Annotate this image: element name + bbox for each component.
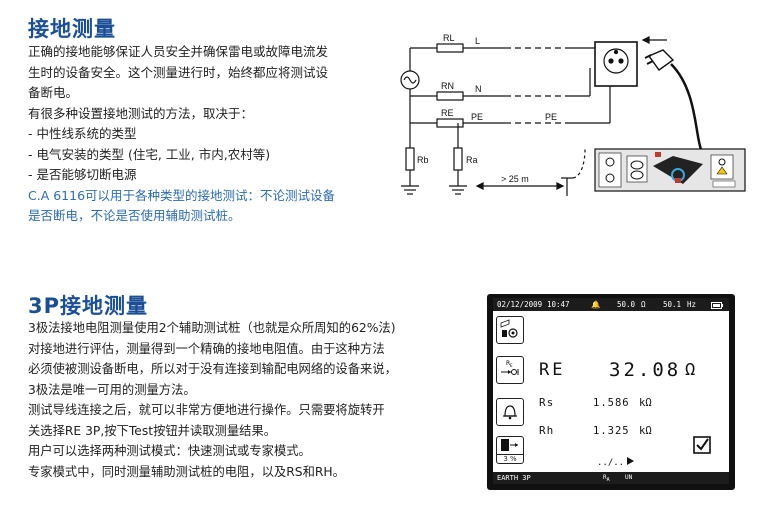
check-icon xyxy=(693,436,711,458)
status-frequency-unit: Hz xyxy=(687,300,697,309)
earth-circuit-diagram: RL L RN N RE PE PE Rb Ra > 25 m xyxy=(400,33,746,196)
label-pe2: PE xyxy=(545,112,557,122)
config-button[interactable] xyxy=(496,316,524,344)
status-voltage: 50.0 xyxy=(617,300,636,309)
progress-indicator: ../.. xyxy=(597,452,637,471)
section1-line: - 中性线系统的类型 xyxy=(28,126,137,141)
label-pe1: PE xyxy=(471,112,483,122)
section1-line: 生时的设备安全。这个测量进行时，始终都应将测试设 xyxy=(28,64,329,80)
label-distance: > 25 m xyxy=(501,174,529,184)
section1-line: 正确的接地能够保证人员安全并确保雷电或故障电流发 xyxy=(28,44,329,59)
instrument-screen: 02/12/2009 10:47 🔔 50.0 Ω 50.1 Hz R E xyxy=(493,298,729,484)
section1-title: 接地测量 xyxy=(28,17,116,41)
bottom-mid-label: RA xyxy=(603,474,610,484)
rh-label: Rh xyxy=(539,424,555,437)
section2-line: 对接地进行评估，测量得到一个精确的接地电阻值。由于这种方法 xyxy=(28,341,385,356)
bottom-right-label: UN xyxy=(625,474,633,481)
section2-title: 3P接地测量 xyxy=(28,294,149,318)
section2-line: 必须使被测设备断电，所以对于没有连接到输配电网络的设备来说， xyxy=(28,362,397,376)
label-rb: Rb xyxy=(417,155,429,165)
percent-label: 3 % xyxy=(497,454,523,463)
alarm-button[interactable] xyxy=(496,398,524,426)
svg-text:../..: ../.. xyxy=(597,458,624,467)
re-label: RE xyxy=(539,360,566,380)
percent-button[interactable]: 3 % xyxy=(496,436,524,464)
instrument-illustration xyxy=(594,148,746,192)
mode-label: EARTH 3P xyxy=(497,474,531,482)
section2-line: 用户可以选择两种测试模式：快速测试或专家模式。 xyxy=(28,444,311,458)
screen-status-bar: 02/12/2009 10:47 🔔 50.0 Ω 50.1 Hz xyxy=(493,298,729,311)
svg-text:R: R xyxy=(506,360,510,367)
status-time: 10:47 xyxy=(547,300,570,309)
label-ra: Ra xyxy=(466,155,478,165)
section2-line: 测试导线连接之后，就可以非常方便地进行操作。只需要将旋转开 xyxy=(28,403,385,417)
section2-line: 关选择RE 3P,按下Test按钮并读取测量结果。 xyxy=(28,423,277,438)
rs-value: 1.586 xyxy=(593,397,630,409)
earth-probe-icon: R E xyxy=(501,360,519,375)
bell-icon xyxy=(503,405,517,420)
re-unit: Ω xyxy=(685,360,696,380)
section2-body: 3极法接地电阻测量使用2个辅助测试桩（也就是众所周知的62%法) 对接地进行评估… xyxy=(28,318,397,482)
section1-line: 备断电。 xyxy=(28,85,79,100)
re-value: 32.08 xyxy=(609,359,682,381)
section1-line: - 是否能够切断电源 xyxy=(28,167,137,182)
section2-line: 3极法接地电阻测量使用2个辅助测试桩（也就是众所周知的62%法) xyxy=(28,321,396,335)
section1-line: 有很多种设置接地测试的方法，取决于： xyxy=(28,105,254,121)
status-voltage-unit: Ω xyxy=(641,300,646,309)
label-n: N xyxy=(475,84,482,94)
label-rn: RN xyxy=(441,81,454,91)
rh-unit: kΩ xyxy=(639,425,652,437)
rs-label: Rs xyxy=(539,396,555,409)
status-frequency: 50.1 xyxy=(663,300,682,309)
label-re: RE xyxy=(441,108,454,118)
section1-body: 正确的接地能够保证人员安全并确保雷电或故障电流发 生时的设备安全。这个测量进行时… xyxy=(28,42,335,227)
battery-icon xyxy=(711,298,723,311)
section2-line: 专家模式中，同时测量辅助测试桩的电阻，以及RS和RH。 xyxy=(28,464,345,479)
bell-icon: 🔔 xyxy=(591,300,601,309)
section1-blue-line: C.A 6116可以用于各种类型的接地测试：不论测试设备 xyxy=(28,187,336,203)
label-l: L xyxy=(475,36,480,46)
section1-line: - 电气安装的类型 (住宅, 工业, 市内,农村等) xyxy=(28,146,271,162)
instrument-screen-frame: 02/12/2009 10:47 🔔 50.0 Ω 50.1 Hz R E xyxy=(487,294,735,490)
config-icon xyxy=(500,319,518,338)
rs-unit: kΩ xyxy=(639,397,652,409)
probe-percent-icon xyxy=(501,439,518,451)
earth-mode-button[interactable]: R E xyxy=(496,356,524,384)
section2-line: 3极法是唯一可用的测量方法。 xyxy=(28,382,196,397)
status-date: 02/12/2009 xyxy=(497,300,543,309)
rh-value: 1.325 xyxy=(593,425,630,437)
screen-bottom-bar: EARTH 3P RA UN xyxy=(493,472,729,484)
svg-text:E: E xyxy=(510,363,513,368)
label-rl: RL xyxy=(443,33,455,43)
section1-blue-line: 是否断电，不论是否使用辅助测试桩。 xyxy=(28,208,241,223)
